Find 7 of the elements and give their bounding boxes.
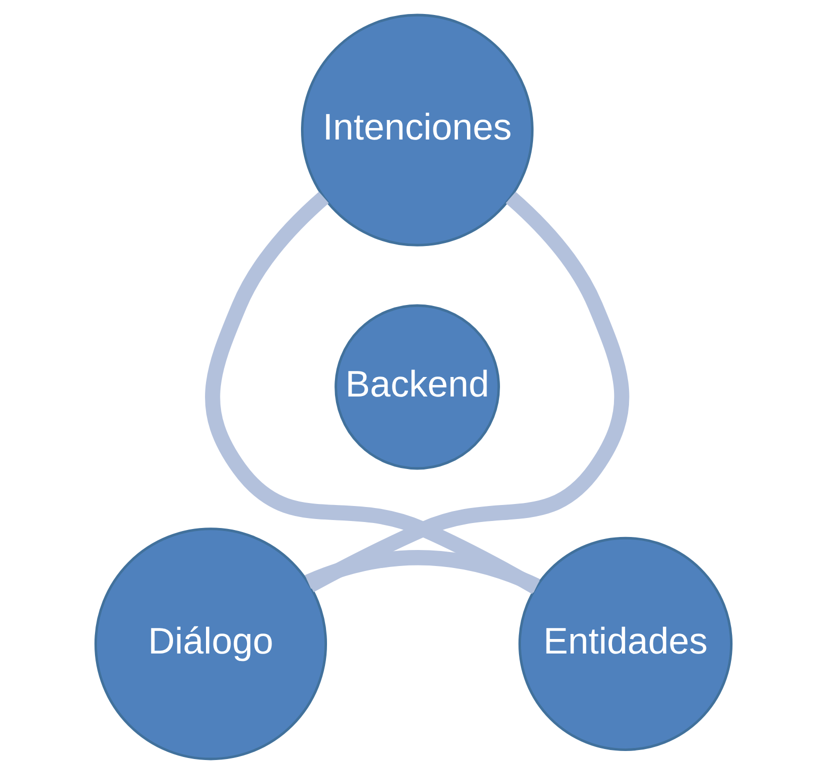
node-circle: Diálogo [94, 528, 328, 760]
node-circle: Backend [334, 304, 500, 470]
node-circle: Entidades [518, 536, 733, 751]
connector [306, 192, 630, 592]
connector [305, 550, 540, 593]
node-circle: Intenciones [301, 14, 534, 246]
connector [205, 192, 540, 594]
